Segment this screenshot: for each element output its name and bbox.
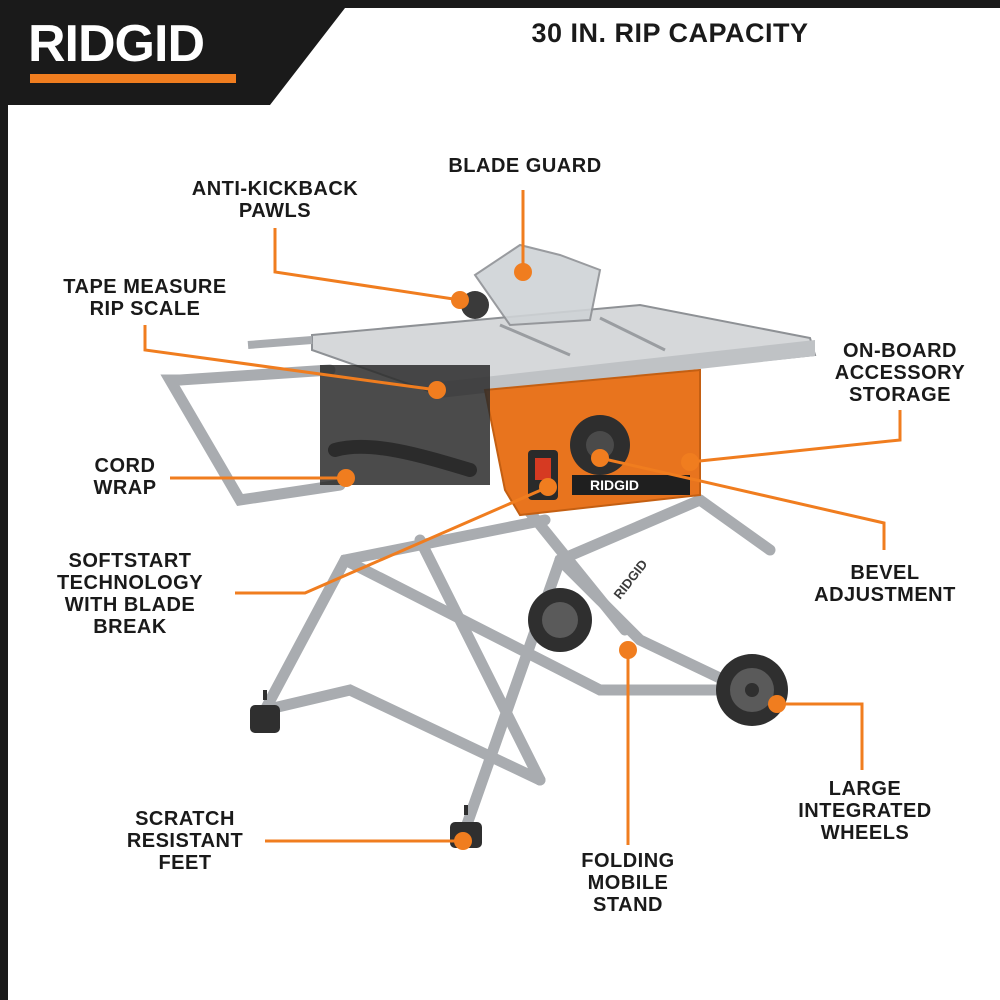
leader-softstart xyxy=(235,485,549,595)
marker-storage xyxy=(681,453,699,471)
marker-stand xyxy=(619,641,637,659)
ridgid-logo: RIDGID xyxy=(18,12,248,92)
leader-wheels xyxy=(778,702,864,770)
marker-wheels xyxy=(768,695,786,713)
blade-guard xyxy=(461,243,602,327)
white-panel xyxy=(8,8,1000,1000)
folding-stand xyxy=(160,364,776,836)
marker-rip-scale xyxy=(428,381,446,399)
motor-badge: RIDGID xyxy=(590,477,639,493)
label-wheels: LARGE INTEGRATED WHEELS xyxy=(798,778,932,844)
leader-storage xyxy=(689,410,902,464)
label-storage: ON-BOARD ACCESSORY STORAGE xyxy=(834,340,966,406)
marker-softstart xyxy=(539,478,557,496)
cord-wrap-bundle xyxy=(328,439,477,477)
marker-feet xyxy=(454,832,472,850)
marker-blade-guard xyxy=(514,263,532,281)
label-anti-kickback: ANTI-KICKBACK PAWLS xyxy=(191,178,359,222)
logo-wordmark: RIDGID xyxy=(28,15,205,73)
leader-anti-kickback xyxy=(273,228,461,302)
label-blade-guard: BLADE GUARD xyxy=(448,155,602,177)
label-feet: SCRATCH RESISTANT FEET xyxy=(126,808,244,874)
leader-rip-scale xyxy=(143,325,438,392)
label-softstart: SOFTSTART TECHNOLOGY WITH BLADE BREAK xyxy=(56,550,204,638)
label-stand: FOLDING MOBILE STAND xyxy=(581,850,675,916)
marker-anti-kickback xyxy=(451,291,469,309)
marker-bevel xyxy=(591,449,609,467)
headline: 30 IN. RIP CAPACITY xyxy=(531,18,809,48)
leader-bevel xyxy=(599,456,886,550)
label-cord-wrap: CORD WRAP xyxy=(93,455,157,499)
label-rip-scale: TAPE MEASURE RIP SCALE xyxy=(63,276,227,320)
logo-underline xyxy=(30,74,236,83)
marker-cord-wrap xyxy=(337,469,355,487)
label-bevel: BEVEL ADJUSTMENT xyxy=(814,562,956,606)
